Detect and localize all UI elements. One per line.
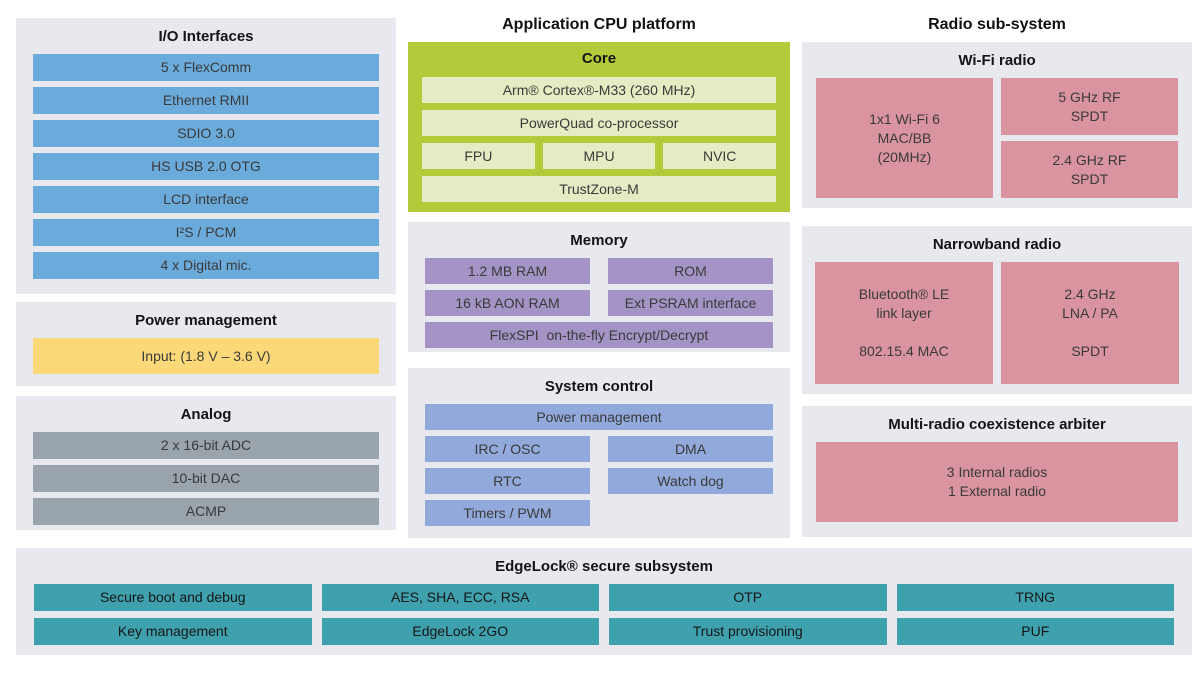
multi-radio-coex-title: Multi-radio coexistence arbiter — [888, 416, 1106, 433]
io-bar-ethernet-rmii: Ethernet RMII — [33, 87, 379, 114]
sysctl-bar-power-management: Power management — [425, 404, 773, 430]
core-panel: Core Arm® Cortex®-M33 (260 MHz) PowerQua… — [408, 42, 790, 212]
io-bar-digital-mic: 4 x Digital mic. — [33, 252, 379, 279]
sysctl-bar-dma: DMA — [608, 436, 773, 462]
memory-bars: 1.2 MB RAM ROM 16 kB AON RAM Ext PSRAM i… — [425, 258, 773, 348]
memory-bar-aon-ram: 16 kB AON RAM — [425, 290, 590, 316]
narrowband-boxes: Bluetooth® LE link layer 802.15.4 MAC 2.… — [815, 262, 1179, 384]
analog-title: Analog — [180, 406, 232, 423]
wifi-24ghz-rf-box: 2.4 GHz RF SPDT — [1001, 141, 1178, 198]
memory-bar-flexspi: FlexSPI on-the-fly Encrypt/Decrypt — [425, 322, 773, 348]
core-bar-nvic: NVIC — [663, 143, 777, 169]
edgelock-bar-otp: OTP — [609, 584, 887, 611]
edgelock-bar-secure-boot: Secure boot and debug — [34, 584, 312, 611]
edgelock-bar-aes-sha-ecc-rsa: AES, SHA, ECC, RSA — [321, 584, 599, 611]
edgelock-bars: Secure boot and debug AES, SHA, ECC, RSA… — [34, 584, 1174, 645]
core-title: Core — [581, 50, 617, 67]
io-bar-flexcomm: 5 x FlexComm — [33, 54, 379, 81]
io-bar-usb-otg: HS USB 2.0 OTG — [33, 153, 379, 180]
analog-bars: 2 x 16-bit ADC 10-bit DAC ACMP — [33, 432, 379, 525]
edgelock-bar-puf: PUF — [896, 618, 1174, 645]
core-bar-row-fpu-mpu-nvic: FPU MPU NVIC — [422, 143, 777, 169]
sysctl-bar-irc-osc: IRC / OSC — [425, 436, 590, 462]
memory-bar-ext-psram: Ext PSRAM interface — [608, 290, 773, 316]
edgelock-bar-edgelock-2go: EdgeLock 2GO — [321, 618, 599, 645]
io-bar-i2s-pcm: I²S / PCM — [33, 219, 379, 246]
core-bar-fpu: FPU — [422, 143, 535, 169]
sysctl-bar-watchdog: Watch dog — [608, 468, 773, 494]
narrowband-radio-panel: Narrowband radio Bluetooth® LE link laye… — [802, 226, 1192, 394]
memory-title: Memory — [570, 232, 628, 249]
analog-bar-acmp: ACMP — [33, 498, 379, 525]
io-interfaces-title: I/O Interfaces — [158, 28, 254, 45]
analog-panel: Analog 2 x 16-bit ADC 10-bit DAC ACMP — [16, 396, 396, 530]
memory-panel: Memory 1.2 MB RAM ROM 16 kB AON RAM Ext … — [408, 222, 790, 352]
io-bar-lcd-interface: LCD interface — [33, 186, 379, 213]
narrowband-ble-802154-box: Bluetooth® LE link layer 802.15.4 MAC — [815, 262, 993, 384]
wifi-radio-title: Wi-Fi radio — [958, 52, 1036, 69]
system-control-title: System control — [544, 378, 654, 395]
edgelock-title: EdgeLock® secure subsystem — [495, 558, 713, 575]
multi-radio-coex-panel: Multi-radio coexistence arbiter 3 Intern… — [802, 406, 1192, 537]
edgelock-secure-subsystem-panel: EdgeLock® secure subsystem Secure boot a… — [16, 548, 1192, 655]
sysctl-bar-timers-pwm: Timers / PWM — [425, 500, 590, 526]
system-control-bars: Power management IRC / OSC DMA RTC Watch… — [425, 404, 773, 526]
io-bar-sdio: SDIO 3.0 — [33, 120, 379, 147]
core-bar-trustzone: TrustZone-M — [422, 176, 776, 202]
memory-bar-ram: 1.2 MB RAM — [425, 258, 590, 284]
analog-bar-dac: 10-bit DAC — [33, 465, 379, 492]
core-bars: Arm® Cortex®-M33 (260 MHz) PowerQuad co-… — [422, 77, 777, 202]
edgelock-bar-trust-provisioning: Trust provisioning — [609, 618, 887, 645]
power-input-bar: Input: (1.8 V – 3.6 V) — [33, 338, 379, 374]
edgelock-bar-trng: TRNG — [896, 584, 1174, 611]
core-bar-cortex-m33: Arm® Cortex®-M33 (260 MHz) — [422, 77, 776, 103]
core-bar-powerquad: PowerQuad co-processor — [422, 110, 776, 136]
wifi-macbb-box: 1x1 Wi-Fi 6 MAC/BB (20MHz) — [816, 78, 993, 198]
wifi-5ghz-rf-box: 5 GHz RF SPDT — [1001, 78, 1178, 135]
wifi-rf-stack: 5 GHz RF SPDT 2.4 GHz RF SPDT — [1001, 78, 1178, 198]
power-management-title: Power management — [135, 312, 277, 329]
io-interfaces-bars: 5 x FlexComm Ethernet RMII SDIO 3.0 HS U… — [33, 54, 379, 279]
wifi-radio-panel: Wi-Fi radio 1x1 Wi-Fi 6 MAC/BB (20MHz) 5… — [802, 42, 1192, 208]
memory-bar-rom: ROM — [608, 258, 773, 284]
radio-subsystem-title: Radio sub-system — [928, 16, 1066, 33]
edgelock-bar-key-management: Key management — [34, 618, 312, 645]
system-control-panel: System control Power management IRC / OS… — [408, 368, 790, 538]
application-cpu-platform-title: Application CPU platform — [502, 16, 696, 33]
core-bar-mpu: MPU — [542, 143, 656, 169]
narrowband-radio-title: Narrowband radio — [932, 236, 1062, 253]
analog-bar-adc: 2 x 16-bit ADC — [33, 432, 379, 459]
sysctl-bar-rtc: RTC — [425, 468, 590, 494]
narrowband-lna-pa-spdt-box: 2.4 GHz LNA / PA SPDT — [1001, 262, 1179, 384]
wifi-radio-boxes: 1x1 Wi-Fi 6 MAC/BB (20MHz) 5 GHz RF SPDT… — [816, 78, 1178, 198]
multi-radio-coex-box: 3 Internal radios 1 External radio — [816, 442, 1178, 522]
io-interfaces-panel: I/O Interfaces 5 x FlexComm Ethernet RMI… — [16, 18, 396, 294]
power-management-panel: Power management Input: (1.8 V – 3.6 V) — [16, 302, 396, 386]
